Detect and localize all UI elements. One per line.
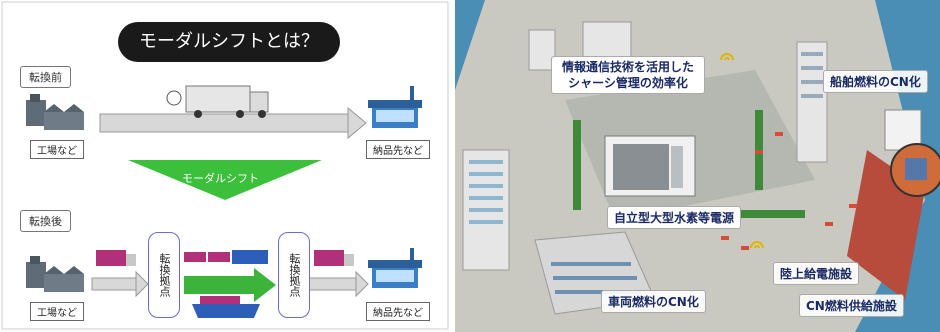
destination-label-bottom: 納品先など [366, 302, 430, 321]
port-illustration: 情報通信技術を活用した シャーシ管理の効率化 船舶燃料のCN化 自立型大型水素等… [455, 0, 940, 332]
before-shift-label: 転換前 [20, 66, 71, 88]
ship-icon [192, 296, 260, 318]
rail-segment-arrow [184, 268, 276, 302]
tower-right [796, 41, 828, 163]
train-icon [184, 250, 268, 264]
diagram-graphics [1, 1, 449, 330]
factory-label-bottom: 工場など [30, 302, 84, 321]
truck-segment-right [307, 250, 369, 298]
port-graphics [455, 0, 940, 332]
office-tower-left [462, 149, 510, 271]
store-icon-top [368, 86, 422, 128]
store-icon-bottom [368, 248, 422, 288]
callout-cn-fuel-supply: CN燃料供給施設 [799, 294, 904, 317]
truck-route-arrow [99, 106, 367, 140]
wireless-icons [720, 53, 764, 249]
factory-icon-top [26, 94, 84, 130]
callout-chassis-management: 情報通信技術を活用した シャーシ管理の効率化 [551, 56, 705, 94]
truck-icon [166, 85, 269, 118]
factory-label-top: 工場など [30, 140, 84, 159]
callout-vehicle-fuel: 車両燃料のCN化 [601, 290, 706, 313]
callout-hydrogen-power: 自立型大型水素等電源 [607, 206, 742, 229]
modal-shift-arrow [128, 160, 322, 200]
tower-top-left [528, 21, 632, 71]
transfer-hub-right: 転換拠点 [278, 232, 310, 318]
modal-shift-label: モーダルシフト [182, 172, 259, 185]
vehicles [721, 132, 857, 250]
after-shift-label: 転換後 [20, 210, 71, 232]
truck-segment-left [91, 250, 149, 298]
destination-label-top: 納品先など [366, 140, 430, 159]
transfer-hub-left: 転換拠点 [148, 232, 180, 318]
callout-shore-power: 陸上給電施設 [773, 262, 860, 285]
factory-icon-bottom [26, 256, 84, 292]
callout-ship-fuel: 船舶燃料のCN化 [823, 70, 928, 93]
cargo-ship [847, 109, 940, 300]
hydrogen-power-unit [604, 135, 696, 197]
modal-shift-diagram: モーダルシフトとは？ 転換前 転換後 モーダルシフト 工場など 納品先など 工場… [0, 0, 452, 332]
diagram-title: モーダルシフトとは？ [118, 22, 340, 62]
diagram-frame [1, 1, 449, 330]
